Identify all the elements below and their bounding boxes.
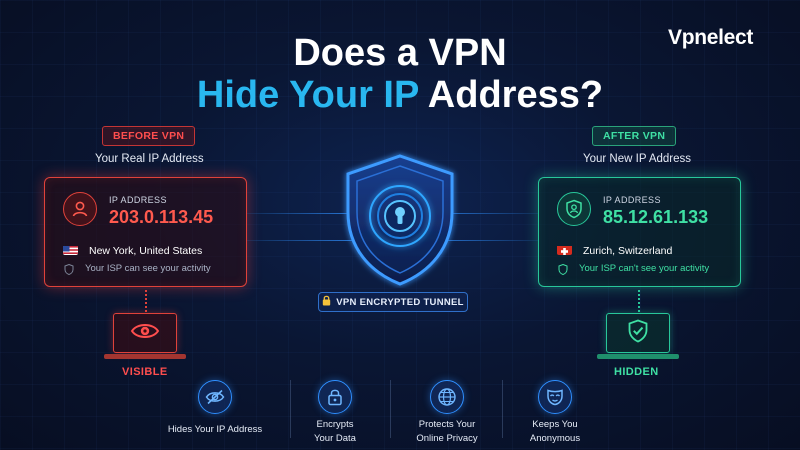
feature-hides-ip: Hides Your IP Address xyxy=(160,380,270,437)
after-vpn-badge: AFTER VPN xyxy=(592,126,677,146)
vpn-shield-icon xyxy=(338,150,462,288)
before-vpn-badge: BEFORE VPN xyxy=(102,126,196,146)
feature-divider xyxy=(502,380,503,438)
headline-rest: Address? xyxy=(427,74,604,116)
headline-line-1: Does a VPN xyxy=(293,32,507,74)
before-ip-card: IP ADDRESS 203.0.113.45 New York, United… xyxy=(44,177,247,287)
feature-text: Your Data xyxy=(314,433,356,444)
ip-address-label: IP ADDRESS xyxy=(109,195,167,205)
eye-slash-icon xyxy=(198,380,232,414)
before-isp-note: Your ISP can see your activity xyxy=(85,263,211,274)
monitor-stand-left xyxy=(104,354,186,359)
exposed-monitor xyxy=(113,313,177,353)
headline-line-2: Hide Your IP Address? xyxy=(0,74,800,117)
feature-text: Encrypts xyxy=(316,419,354,430)
feature-anonymous: Keeps You Anonymous xyxy=(500,380,610,446)
encrypted-tunnel-label: VPN ENCRYPTED TUNNEL xyxy=(318,292,468,312)
globe-icon xyxy=(430,380,464,414)
hidden-label: HIDDEN xyxy=(614,366,659,378)
after-ip-card: IP ADDRESS 85.12.61.133 Zurich, Switzerl… xyxy=(538,177,741,287)
eye-icon xyxy=(130,321,160,346)
before-subtitle: Your Real IP Address xyxy=(95,153,204,165)
lock-icon xyxy=(318,380,352,414)
isp-shield-icon xyxy=(558,262,568,280)
shield-check-icon xyxy=(627,319,649,348)
tunnel-label-text: VPN ENCRYPTED TUNNEL xyxy=(336,296,464,308)
after-isp-note: Your ISP can't see your activity xyxy=(579,263,710,274)
visible-label: VISIBLE xyxy=(122,366,168,378)
feature-text: Online Privacy xyxy=(416,433,478,444)
feature-encrypts-data: Encrypts Your Data xyxy=(280,380,390,446)
feature-divider xyxy=(390,380,391,438)
feature-text: Keeps You xyxy=(532,419,578,430)
before-location: New York, United States xyxy=(89,245,203,257)
feature-text: Anonymous xyxy=(529,433,581,444)
after-location: Zurich, Switzerland xyxy=(583,245,673,257)
lock-icon xyxy=(322,295,331,309)
before-connector xyxy=(145,290,147,312)
after-connector xyxy=(638,290,640,312)
real-ip-address: 203.0.113.45 xyxy=(109,207,214,227)
after-subtitle: Your New IP Address xyxy=(583,153,692,165)
feature-text: Protects Your xyxy=(418,419,476,430)
mask-icon xyxy=(538,380,572,414)
feature-divider xyxy=(290,380,291,438)
us-flag-icon xyxy=(63,244,78,255)
new-ip-address: 85.12.61.133 xyxy=(603,207,709,227)
monitor-stand-right xyxy=(597,354,679,359)
ip-address-label: IP ADDRESS xyxy=(603,195,661,205)
protected-monitor xyxy=(606,313,670,353)
shield-user-icon xyxy=(557,192,591,226)
swiss-flag-icon xyxy=(557,244,572,255)
feature-protects-privacy: Protects Your Online Privacy xyxy=(392,380,502,446)
brand-logo: Vpnelect xyxy=(668,26,754,49)
user-icon xyxy=(63,192,97,226)
feature-text: Hides Your IP Address xyxy=(167,424,263,435)
isp-shield-icon xyxy=(64,262,74,280)
headline-highlight: Hide Your IP xyxy=(196,74,419,116)
